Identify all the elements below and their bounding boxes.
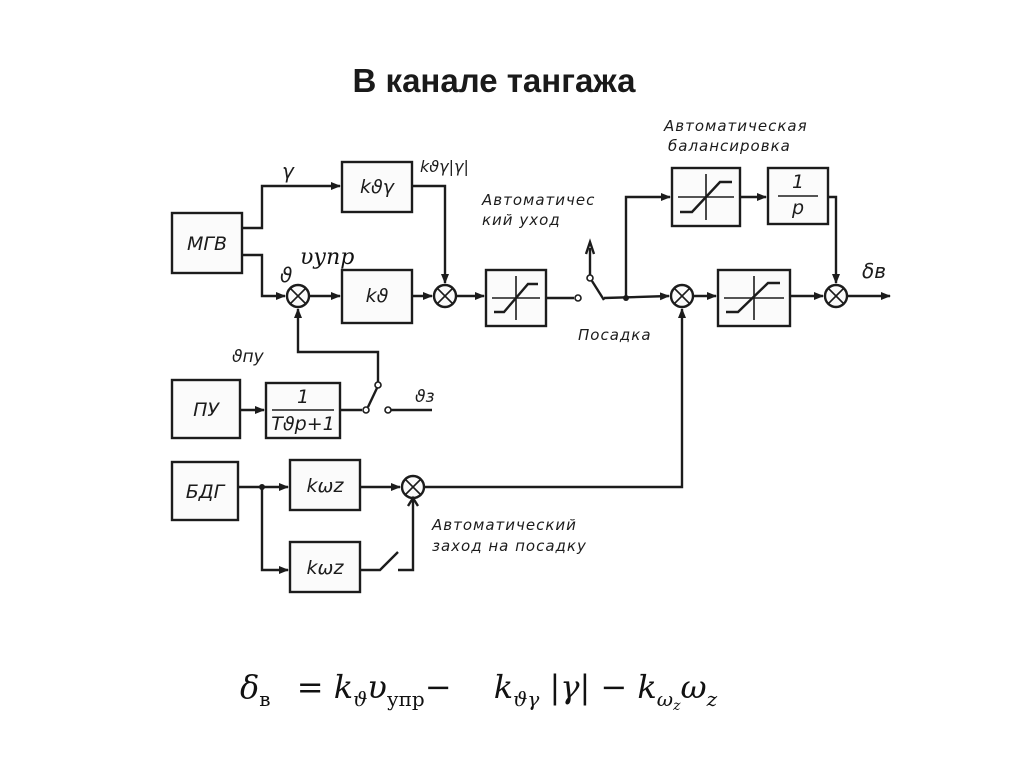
wire-balance-out (828, 195, 840, 284)
formula-k3: k (637, 668, 657, 706)
formula-k1-sub: ϑ (353, 687, 368, 711)
block-k-omega-z-2-label: kωz (307, 557, 345, 579)
block-saturation-2 (716, 268, 792, 328)
formula-minus-1: − (424, 668, 452, 706)
wire-gamma (242, 182, 341, 230)
wire-bdg-branch (260, 487, 289, 574)
switch-auto-go (574, 238, 606, 302)
annotation-landing: Посадка (578, 326, 652, 344)
block-saturation-1 (484, 268, 548, 328)
wire-omega-to-landing (424, 308, 686, 489)
sum-junction-landing (669, 283, 695, 309)
block-integrator: 1 p (766, 166, 830, 226)
sum-junction-omega (400, 474, 426, 500)
wire-theta-ref (294, 308, 380, 382)
formula-delta-sub: в (259, 687, 271, 711)
annotation-auto-go-1: Автоматичес (481, 191, 595, 209)
wire-theta (242, 253, 286, 300)
block-k-omega-z-1-label: kωz (307, 475, 345, 497)
filter-denominator: Tϑp+1 (271, 413, 334, 435)
sum-junction-theta (285, 283, 311, 309)
formula-v: υ (367, 668, 387, 706)
integrator-numerator: 1 (792, 171, 804, 193)
formula-delta: δ (240, 668, 260, 706)
formula-omega-sub: z (706, 687, 718, 711)
block-filter: 1 Tϑp+1 (264, 381, 342, 440)
sum-junction-main (432, 283, 458, 309)
formula-minus-2: − (600, 668, 628, 706)
block-mgv-label: МГВ (187, 233, 227, 255)
formula-k1: k (333, 668, 354, 706)
block-pu: ПУ (170, 378, 242, 440)
formula-v-sub: упр (386, 687, 425, 711)
filter-numerator: 1 (297, 386, 309, 408)
label-k-abs-gamma: kϑγ|γ| (420, 157, 469, 176)
switch-theta-source (362, 381, 392, 414)
block-k-theta-label: kϑ (366, 285, 389, 307)
label-v-upr: υупр (300, 245, 354, 270)
block-k-omega-z-2: kωz (288, 540, 362, 594)
block-saturation-balance (670, 166, 742, 228)
label-theta-pu: ϑпу (232, 347, 265, 367)
wire-k-gamma (412, 184, 449, 284)
formula-eq: = (296, 668, 324, 706)
label-theta-z: ϑз (415, 387, 435, 407)
wire-balance-in (624, 193, 671, 298)
formula-k2: k (493, 668, 514, 706)
label-theta: ϑ (280, 263, 292, 287)
block-bdg-label: БДГ (186, 481, 226, 503)
label-delta-v: δв (862, 259, 886, 283)
annotation-auto-approach-1: Автоматический (431, 516, 577, 534)
formula-k3-sub: ω (656, 687, 674, 711)
switch-auto-approach (360, 495, 420, 572)
block-k-theta-gamma: kϑγ (340, 160, 414, 214)
formula-k3-subsub: z (673, 698, 681, 714)
formula-k2-sub: ϑγ (513, 687, 540, 711)
block-pu-label: ПУ (193, 399, 220, 421)
label-gamma: γ (282, 159, 295, 183)
block-bdg: БДГ (170, 460, 240, 522)
block-mgv: МГВ (170, 211, 244, 275)
annotation-auto-approach-2: заход на посадку (432, 537, 587, 555)
integrator-denominator: p (791, 197, 804, 219)
annotation-auto-balance-2: балансировка (668, 137, 791, 155)
page-title: В канале тангажа (352, 62, 636, 99)
formula-omega: ω (680, 668, 707, 706)
block-k-theta-gamma-label: kϑγ (360, 176, 396, 198)
control-law-formula: δв = kϑυупр− kϑγ |γ| − kωzωz (240, 668, 717, 728)
formula-abs-gamma: |γ| (549, 668, 591, 706)
block-k-omega-z-1: kωz (288, 458, 362, 512)
wire-switch-out (603, 292, 670, 301)
annotation-auto-balance-1: Автоматическая (663, 117, 808, 135)
sum-junction-output (823, 283, 849, 309)
annotation-auto-go-2: кий уход (482, 211, 561, 229)
block-k-theta: kϑ (340, 268, 414, 325)
